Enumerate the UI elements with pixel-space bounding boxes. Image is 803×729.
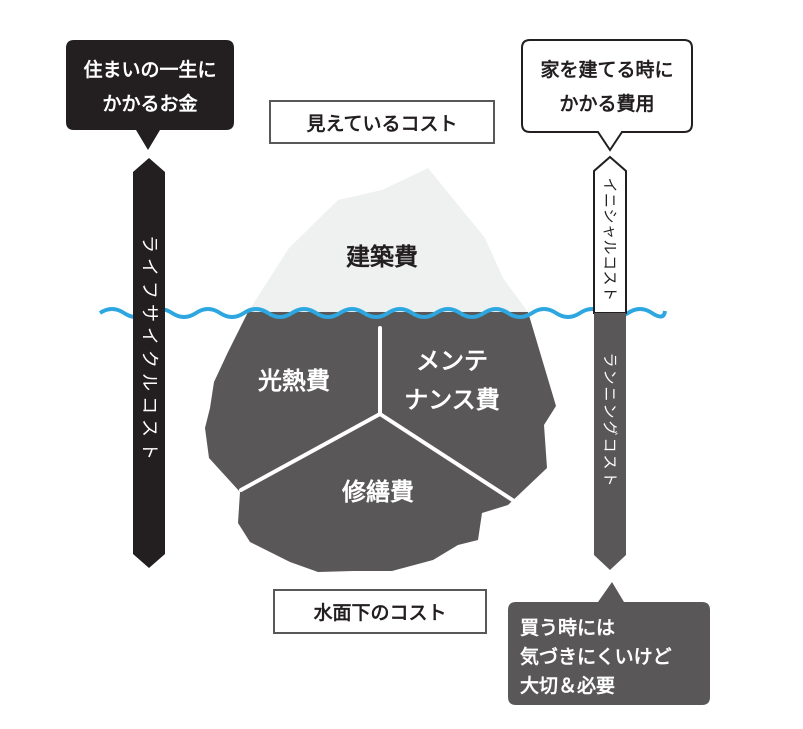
construction-cost-label: 建築費 — [346, 243, 418, 271]
iceberg-underwater — [205, 312, 556, 572]
bar-char: コ — [601, 437, 619, 452]
lifecycle-cost-bar — [133, 158, 165, 568]
underwater-cost-box — [273, 589, 487, 634]
repair-cost-label: 修繕費 — [341, 478, 414, 506]
bar-char: コ — [139, 396, 160, 414]
building-callout — [521, 39, 693, 152]
lifetime-callout-line2: かかるお金 — [102, 92, 198, 115]
bar-char: ニ — [601, 386, 619, 401]
bar-char: ン — [601, 403, 619, 418]
bar-char: ト — [601, 471, 619, 486]
iceberg-tip — [248, 168, 528, 312]
lifetime-callout — [66, 40, 234, 150]
bar-char: ン — [601, 369, 619, 384]
bar-char: ス — [601, 270, 619, 285]
bar-char: イ — [139, 258, 160, 276]
important-callout-line3: 大切＆必要 — [520, 674, 615, 697]
running-cost-bar — [594, 313, 626, 570]
bar-char: イ — [139, 327, 160, 345]
bar-char: グ — [601, 420, 619, 435]
bar-char: ニ — [601, 193, 619, 208]
bar-char: ス — [601, 454, 619, 469]
underwater-cost-label: 水面下のコスト — [313, 602, 446, 624]
bar-char: ラ — [601, 352, 619, 367]
maintenance-cost-label-line2: ナンス費 — [404, 386, 500, 414]
bar-char: ト — [601, 286, 619, 301]
iceberg-dividers — [239, 326, 516, 503]
building-callout-line2: かかる費用 — [559, 92, 654, 115]
visible-cost-box — [269, 100, 495, 144]
water-line — [98, 307, 667, 319]
building-callout-line1: 家を建てる時に — [540, 58, 673, 81]
utilities-cost-label: 光熱費 — [257, 367, 330, 395]
important-callout-line2: 気づきにくいけど — [520, 645, 672, 668]
bar-char: フ — [139, 281, 160, 299]
bar-char: コ — [601, 255, 619, 270]
bar-char: ル — [139, 373, 160, 391]
bar-char: ク — [139, 350, 160, 368]
bar-char: サ — [139, 304, 160, 322]
bar-char: ル — [601, 239, 619, 254]
maintenance-cost-label-line1: メンテ — [416, 347, 488, 375]
important-callout-line1: 買う時には — [520, 617, 615, 639]
bar-char: ャ — [601, 224, 619, 239]
bar-char: シ — [601, 208, 619, 223]
bar-char: ス — [139, 419, 160, 437]
visible-cost-label: 見えているコスト — [306, 113, 457, 135]
bar-char: イ — [601, 177, 619, 192]
important-callout — [508, 582, 710, 705]
bar-char: ト — [139, 442, 160, 460]
bar-char: ラ — [139, 235, 160, 253]
lifetime-callout-line1: 住まいの一生に — [83, 58, 216, 81]
